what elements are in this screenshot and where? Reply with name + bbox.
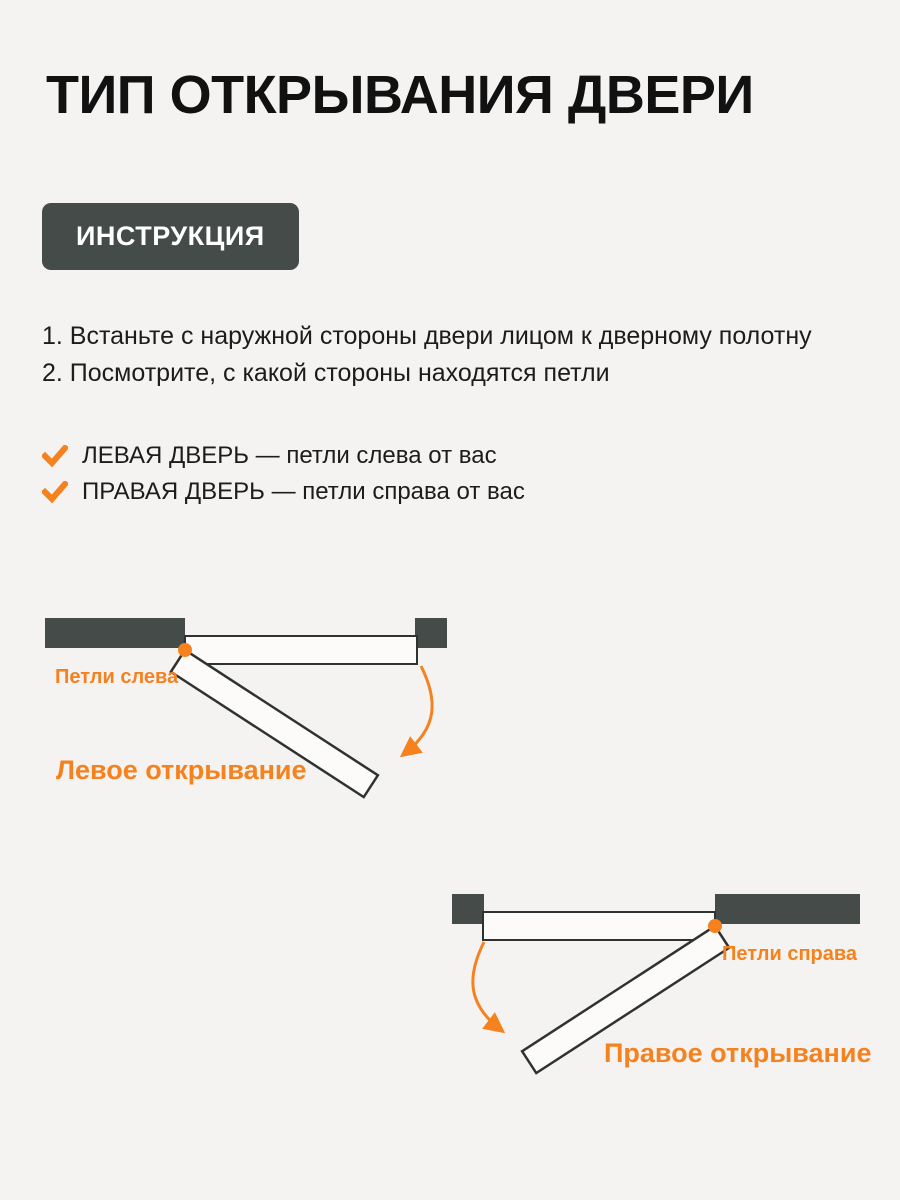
- left-diagram-wall-right-stub: [415, 618, 447, 648]
- right-diagram-swing-arrow-icon: [471, 941, 506, 1034]
- right-door-diagram: [452, 894, 860, 1075]
- right-diagram-wall-right: [715, 894, 860, 924]
- caption-right-opening: Правое открывание: [604, 1038, 872, 1068]
- left-door-diagram: [45, 618, 447, 799]
- instruction-badge-label: ИНСТРУКЦИЯ: [76, 221, 265, 251]
- left-diagram-door-frame: [184, 635, 418, 665]
- check-item-left-door: ЛЕВАЯ ДВЕРЬ — петли слева от вас: [42, 438, 525, 474]
- instruction-step-1: 1. Встаньте с наружной стороны двери лиц…: [42, 322, 812, 350]
- check-icon: [42, 481, 68, 503]
- check-label-left-door: ЛЕВАЯ ДВЕРЬ — петли слева от вас: [82, 442, 497, 469]
- left-diagram-wall-left: [45, 618, 185, 648]
- left-diagram-hinge-dot-icon: [178, 643, 192, 657]
- hinge-label-left: Петли слева: [55, 666, 179, 688]
- right-diagram-wall-left-stub: [452, 894, 484, 924]
- left-diagram-door-leaf: [169, 648, 380, 799]
- left-diagram-swing-arrow-icon: [399, 665, 434, 758]
- right-diagram-hinge-dot-icon: [708, 919, 722, 933]
- instruction-badge: ИНСТРУКЦИЯ: [42, 203, 299, 270]
- page-title: ТИП ОТКРЫВАНИЯ ДВЕРИ: [46, 65, 754, 125]
- instruction-steps: 1. Встаньте с наружной стороны двери лиц…: [42, 318, 812, 392]
- check-list: ЛЕВАЯ ДВЕРЬ — петли слева от вас ПРАВАЯ …: [42, 438, 525, 510]
- hinge-label-right: Петли справа: [722, 943, 858, 965]
- check-label-right-door: ПРАВАЯ ДВЕРЬ — петли справа от вас: [82, 478, 525, 505]
- caption-left-opening: Левое открывание: [56, 755, 307, 785]
- check-item-right-door: ПРАВАЯ ДВЕРЬ — петли справа от вас: [42, 474, 525, 510]
- right-diagram-door-leaf: [520, 924, 731, 1075]
- instruction-step-2: 2. Посмотрите, с какой стороны находятся…: [42, 359, 610, 387]
- right-diagram-door-frame: [482, 911, 716, 941]
- check-icon: [42, 445, 68, 467]
